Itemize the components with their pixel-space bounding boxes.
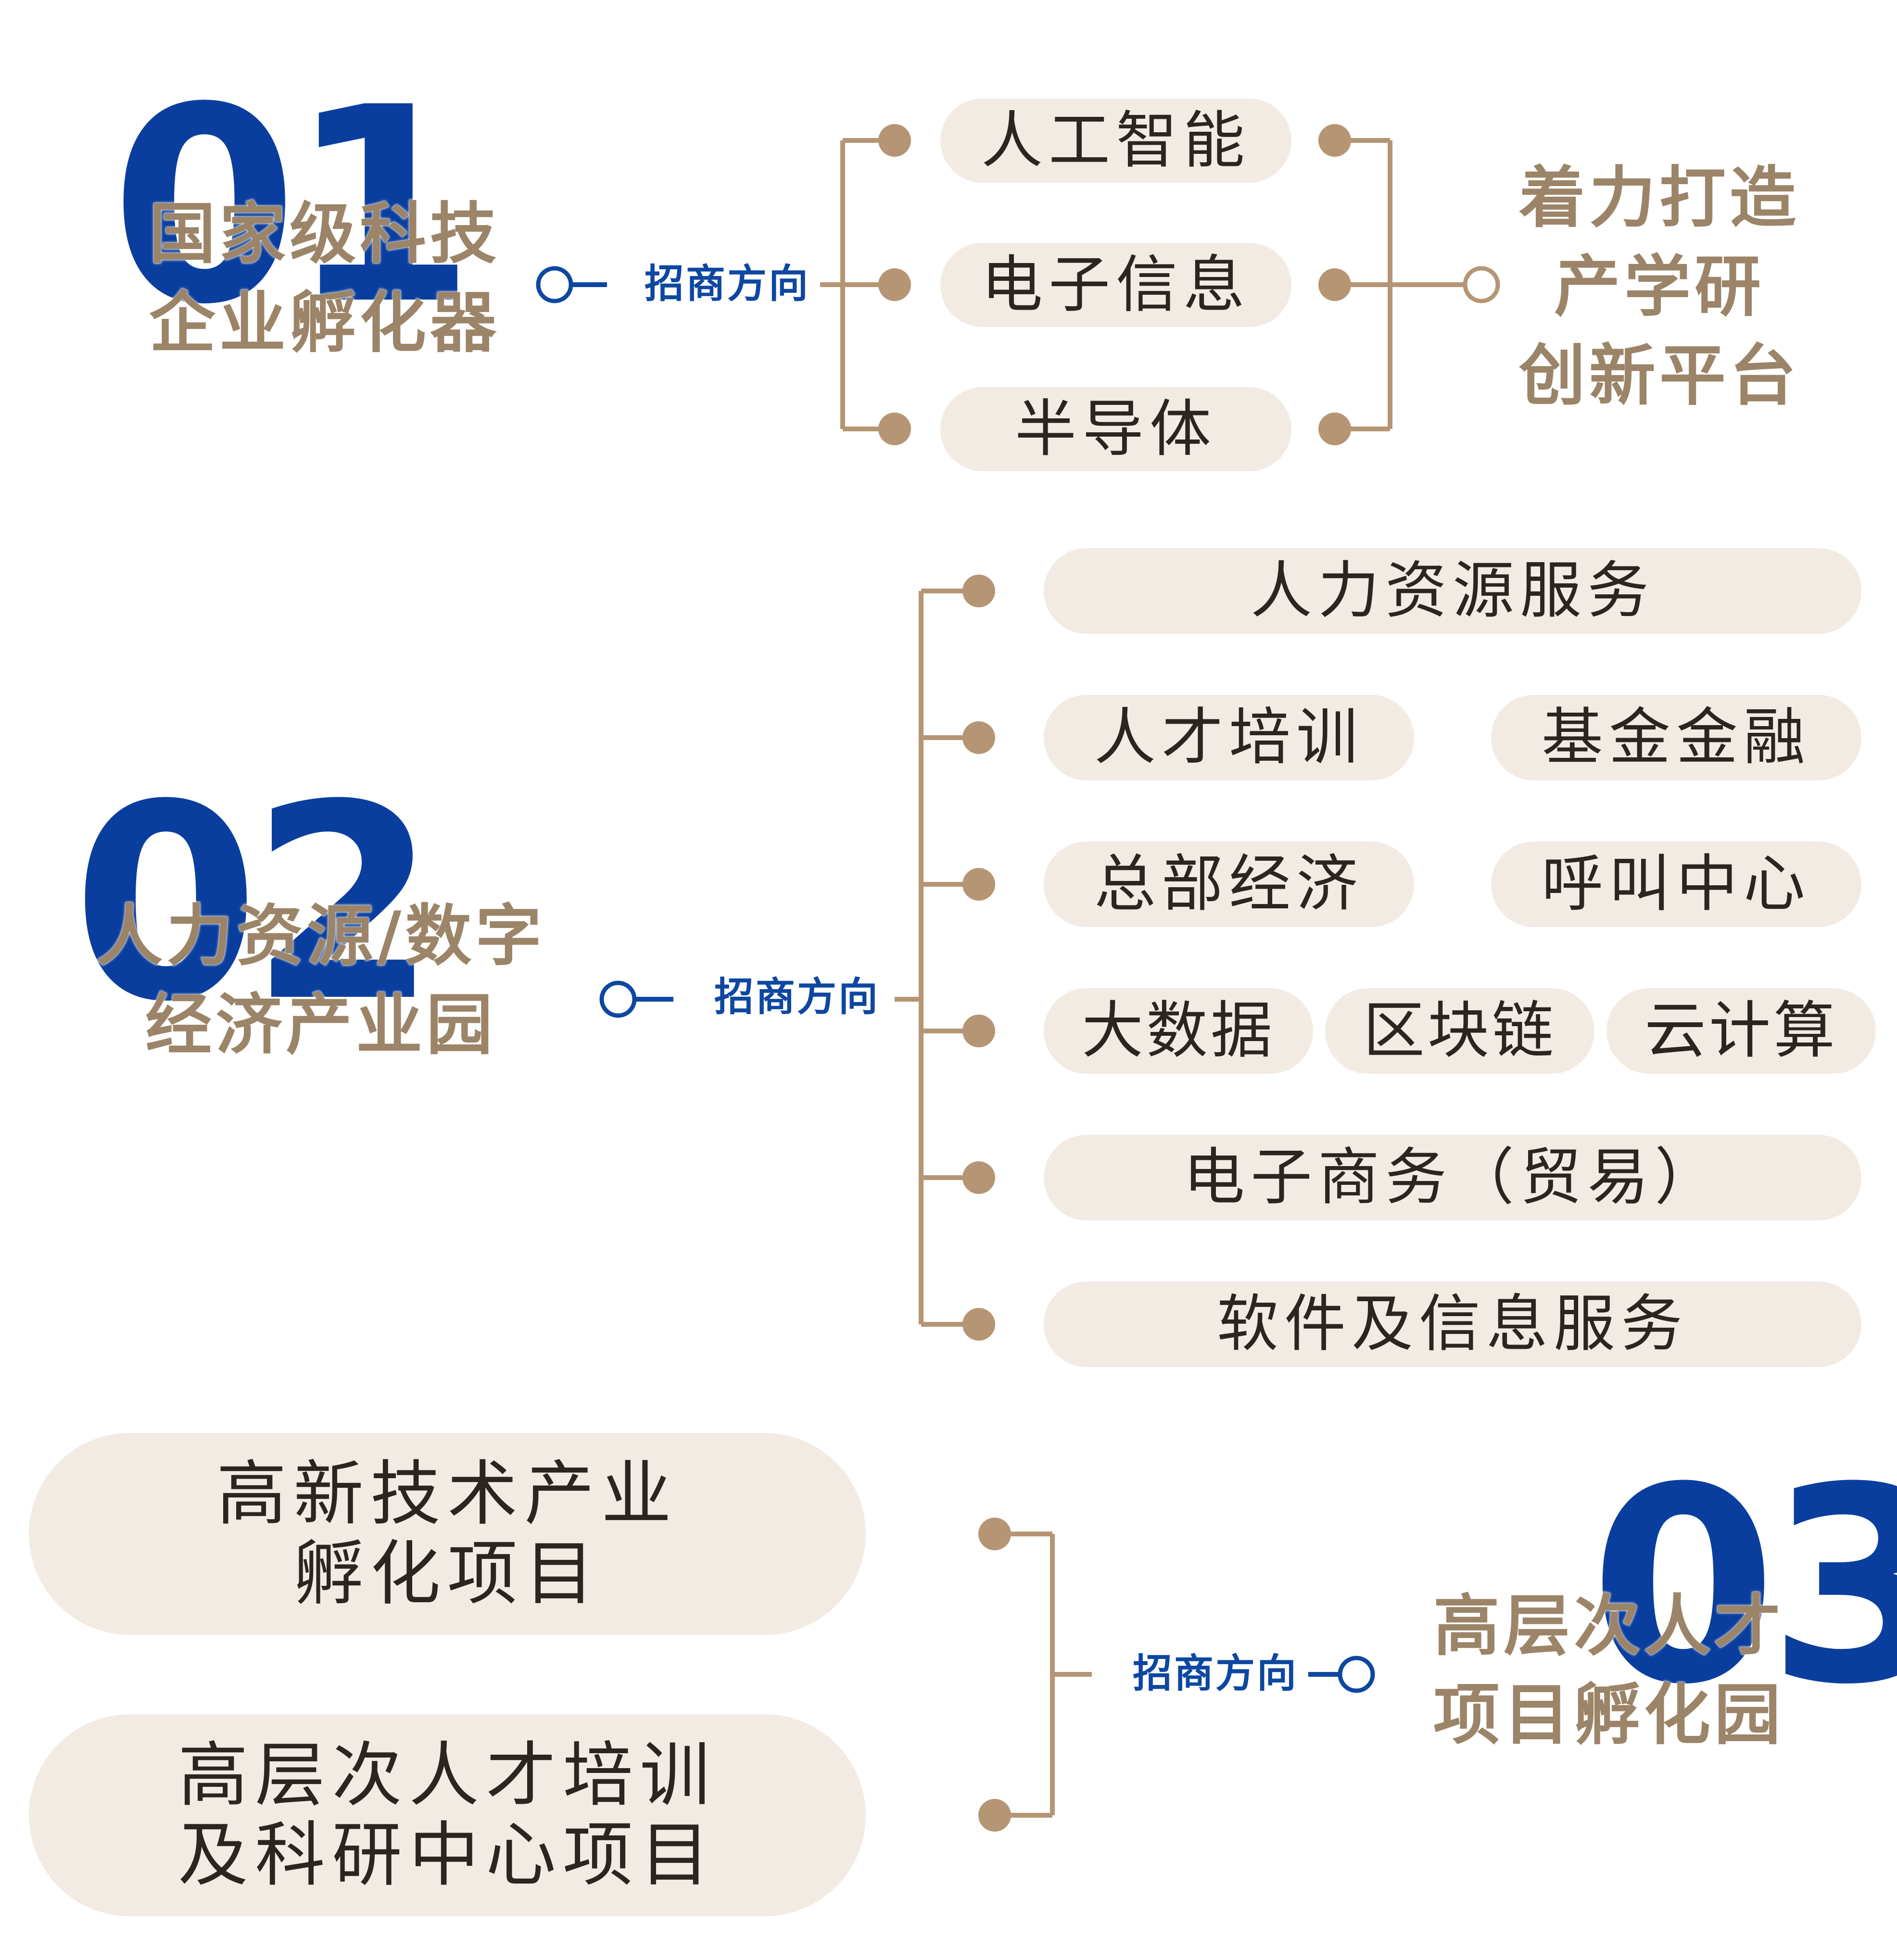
section-2-item-talent-training: 人才培训 xyxy=(1044,695,1414,780)
section-2-dot-3 xyxy=(962,1015,995,1047)
section-1-start-ring xyxy=(536,266,573,303)
section-2-item-cloud-computing: 云计算 xyxy=(1606,988,1876,1074)
section-1-left-dot-2 xyxy=(878,413,911,445)
section-1-goal: 着力打造 产学研 创新平台 xyxy=(1496,154,1823,421)
section-2-item-ecommerce: 电子商务（贸易） xyxy=(1044,1135,1861,1220)
section-1-item-electronics: 电子信息 xyxy=(940,243,1291,327)
section-3-project-talent-research: 高层次人才培训 及科研中心项目 xyxy=(29,1714,866,1916)
section-3-title-line-2: 项目孵化园 xyxy=(1433,1676,1785,1754)
section-3-project-talent-research-line-2: 及科研中心项目 xyxy=(178,1814,717,1896)
section-2-dot-4 xyxy=(962,1161,995,1194)
section-2-item-hq-economy: 总部经济 xyxy=(1044,842,1414,927)
section-3-end-ring xyxy=(1338,1656,1375,1693)
section-1-goal-line-3: 创新平台 xyxy=(1518,337,1800,415)
section-1-title-line-1: 国家级科技 xyxy=(149,195,501,273)
section-2-item-big-data: 大数据 xyxy=(1044,988,1313,1074)
section-2-direction-label: 招商方向 xyxy=(714,974,880,1020)
section-2-item-call-center: 呼叫中心 xyxy=(1491,842,1861,927)
section-2-dot-2 xyxy=(962,868,995,901)
section-2-dot-0 xyxy=(962,575,995,607)
section-2-title-line-1: 人力资源/数字 xyxy=(96,897,546,975)
section-3-project-talent-research-line-1: 高层次人才培训 xyxy=(178,1734,717,1816)
section-2-start-ring xyxy=(599,980,637,1018)
section-1-number: 01 xyxy=(111,50,476,364)
section-3-project-hightech-line-2: 孵化项目 xyxy=(293,1533,601,1615)
section-1-title: 国家级科技 企业孵化器 xyxy=(149,190,500,368)
section-1-item-semiconductor: 半导体 xyxy=(940,387,1291,471)
section-1-item-ai: 人工智能 xyxy=(940,99,1291,183)
section-3-title: 高层次人才 项目孵化园 xyxy=(1433,1582,1784,1760)
section-2-dot-1 xyxy=(962,721,995,754)
section-2-item-hr-services: 人力资源服务 xyxy=(1044,548,1861,634)
section-1-goal-line-2: 产学研 xyxy=(1554,248,1765,326)
section-2-title-line-2: 经济产业园 xyxy=(145,986,497,1064)
section-1-direction-label: 招商方向 xyxy=(645,261,810,307)
section-2-item-fund-finance: 基金金融 xyxy=(1491,695,1861,780)
section-2-item-software-services: 软件及信息服务 xyxy=(1044,1282,1861,1367)
section-1-left-dot-0 xyxy=(878,124,911,157)
section-1-goal-line-1: 着力打造 xyxy=(1518,159,1800,237)
section-3-title-line-1: 高层次人才 xyxy=(1433,1587,1785,1665)
section-1-title-line-2: 企业孵化器 xyxy=(149,284,501,362)
section-3-direction-label: 招商方向 xyxy=(1133,1651,1299,1696)
section-2-title: 人力资源/数字 经济产业园 xyxy=(96,892,545,1070)
section-1-goal-ring xyxy=(1463,266,1500,303)
section-3-number: 03 xyxy=(1590,1430,1897,1744)
section-3-project-hightech: 高新技术产业 孵化项目 xyxy=(29,1433,866,1635)
section-2-number: 02 xyxy=(72,747,437,1061)
section-3-project-hightech-line-1: 高新技术产业 xyxy=(216,1453,678,1535)
section-2-dot-5 xyxy=(962,1308,995,1341)
section-2-item-blockchain: 区块链 xyxy=(1325,988,1594,1074)
section-1-left-dot-1 xyxy=(878,268,911,301)
